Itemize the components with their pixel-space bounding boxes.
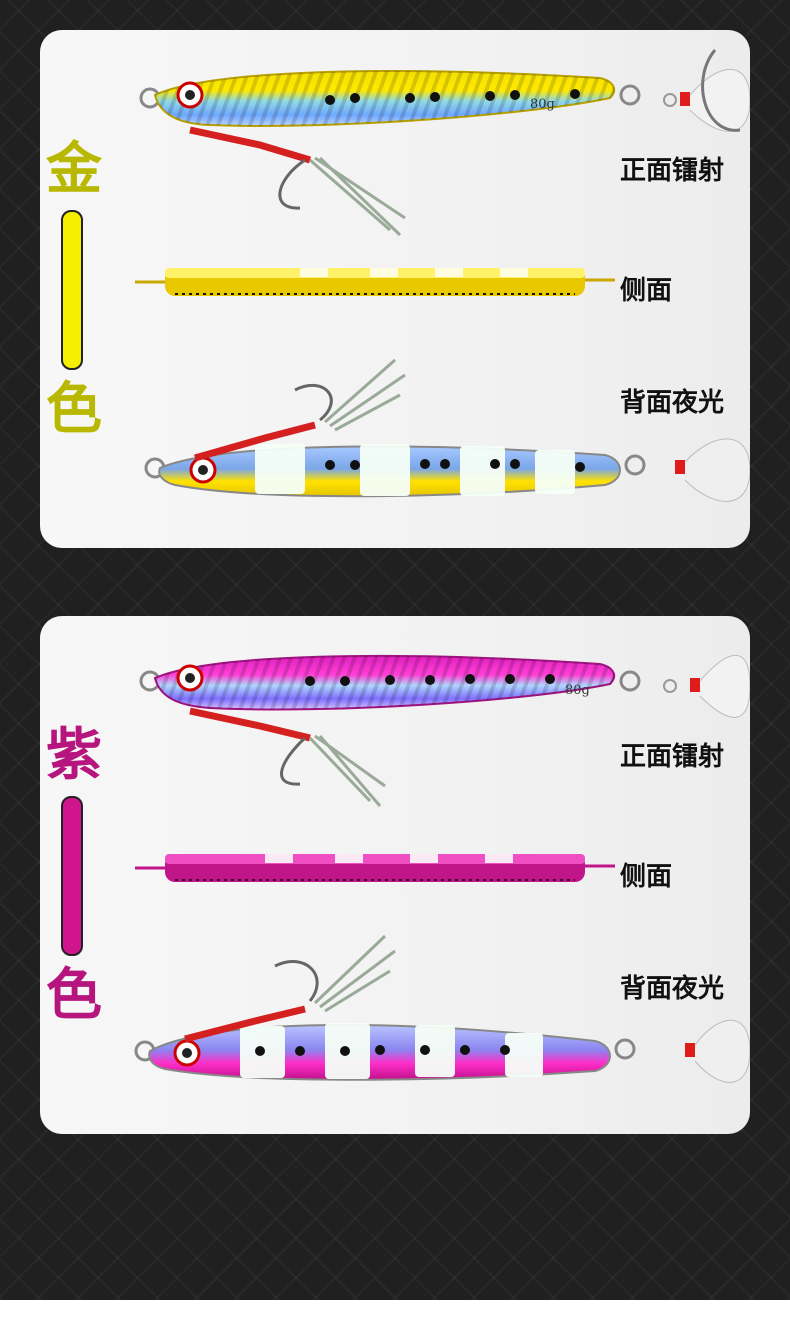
purple-panel: 紫 色 80g 正面镭射 bbox=[40, 616, 750, 1134]
lure-front-image: 80g bbox=[139, 49, 750, 237]
lure-back-image bbox=[134, 934, 750, 1083]
lure-front-image: 80g bbox=[139, 654, 750, 807]
weight-mark: 80g bbox=[565, 683, 590, 698]
color-name-top: 紫 bbox=[46, 723, 102, 788]
label-side: 侧面 bbox=[620, 862, 673, 892]
color-swatch-bar bbox=[61, 210, 83, 370]
label-back: 背面夜光 bbox=[620, 388, 725, 418]
color-name-bottom: 色 bbox=[46, 963, 102, 1028]
lure-side-image bbox=[135, 268, 615, 296]
label-front: 正面镭射 bbox=[620, 156, 725, 186]
weight-mark: 80g bbox=[530, 97, 555, 112]
lure-back-image bbox=[144, 358, 750, 502]
gold-panel: 金 色 80g bbox=[40, 30, 750, 548]
label-front: 正面镭射 bbox=[620, 742, 725, 772]
color-name-bottom: 色 bbox=[46, 377, 102, 442]
color-name-top: 金 bbox=[46, 137, 102, 202]
color-swatch-bar bbox=[61, 796, 83, 956]
label-back: 背面夜光 bbox=[620, 974, 725, 1004]
bottom-strip bbox=[0, 1300, 790, 1324]
label-side: 侧面 bbox=[620, 276, 673, 306]
lure-side-image bbox=[135, 854, 615, 882]
